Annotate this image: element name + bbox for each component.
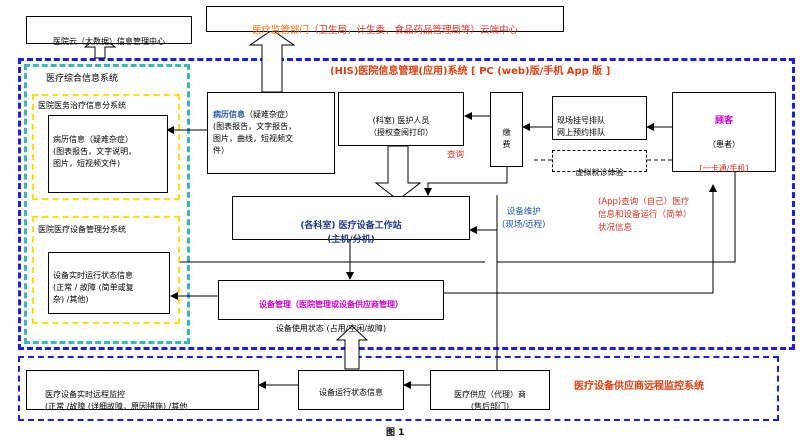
equipment-workstation-box: (各科室) 医疗设备工作站 (主机/分机) [232,196,470,245]
treatment-region [32,94,180,200]
device-title: 医院医疗设备管理分系统 [38,225,126,234]
integrated-region [24,64,190,344]
treatment-record-box: 病历信息（疑难杂症） (图表报告，文字说明， 图片，短视频文件) [48,115,168,193]
supplier-region [18,356,779,421]
equipment-workstation-text: (各科室) 医疗设备工作站 (主机/分机) [300,221,402,245]
hollow-arrow-regulator [248,29,296,93]
customer-box: 顾客 （患者） [一卡通/手机] [672,92,776,173]
treatment-record-text: 病历信息（疑难杂症） (图表报告，文字说明， 图片，短视频文件) [53,135,137,168]
treatment-title: 医院医务治疗信息分系统 [38,101,126,110]
registration-text: 现场挂号排队 网上预约排队 [557,116,605,137]
supplier-box: 医疗供应（代理）商 (售后部门) [430,370,550,411]
cloud-data-center: 医院云（大数据）信息管理中心 [26,16,192,46]
medical-record-title: 病历信息 [213,110,245,119]
integrated-title: 医疗综合信息系统 [46,74,119,84]
virtual-visit-text: 虚拟就诊体验 [575,168,624,177]
equipment-management-title: 设备管理（医院管理或设备供应商管理） [259,300,403,309]
remote-monitor-box: 医疗设备实时远程监控 (正常 /故障 (详细故障，原因措施) /其他 [26,370,259,411]
his-region [18,58,795,350]
query-label: 查询 [447,150,465,160]
device-region [32,216,180,324]
maintenance-label: 设备维护 (现场/远程) [502,207,546,230]
remote-monitor-text: 医疗设备实时远程监控 (正常 /故障 (详细故障，原因措施) /其他 [45,390,188,411]
registration-box: 现场挂号排队 网上预约排队 [552,96,647,140]
customer-title: 顾客 [714,116,733,126]
regulator-cloud-center: 医疗监管部门（卫生局，计生委，食品药品管理局等）云端中心 [206,6,564,36]
virtual-visit-box: 虚拟就诊体验 [552,150,647,177]
payment-box: 缴 费 [490,92,523,167]
medical-record-body: （疑难杂症） (图表报告，文字报告， 图片，曲线，短视频文 件） [213,110,297,155]
regulator-prefix: 医疗监管部门 [251,25,309,36]
equipment-management-body: 设备使用状态 (占用/空闲/故障) [275,324,387,333]
app-query-label: (App)查询（自己）医疗 信息和设备运行（简单） 状况信息 [598,197,692,233]
medical-staff-box: (科室) 医护人员 （授权查阅打印） [338,92,464,146]
hollow-arrow-workstation [374,145,422,201]
operation-info-text: 设备运行状态信息 [319,388,383,397]
supplier-system-title: 医疗设备供应商远程监控系统 [574,381,704,392]
customer-channel: [一卡通/手机] [699,164,749,173]
regulator-suffix: （卫生局，计生委，食品药品管理局等）云端中心 [309,25,519,36]
operation-info-box: 设备运行状态信息 [298,370,404,410]
hollow-arrow-equipment [335,325,369,370]
device-status-text: 设备实时运行状态信息 (正常 / 故障 (简单或复 杂) /其他) [53,271,134,304]
his-title: (HIS)医院信息管理(应用)系统 [ PC (web)版/手机 App 版 ] [330,66,611,77]
device-status-box: 设备实时运行状态信息 (正常 / 故障 (简单或复 杂) /其他) [48,252,170,314]
equipment-management-box: 设备管理（医院管理或设备供应商管理） 设备使用状态 (占用/空闲/故障) [218,280,444,333]
customer-subtitle: （患者） [708,140,740,149]
medical-staff-text: (科室) 医护人员 （授权查阅打印） [369,116,433,137]
payment-text: 缴 费 [502,128,511,149]
figure-caption: 图 1 [386,428,405,438]
medical-record-box: 病历信息（疑难杂症） (图表报告，文字报告， 图片，曲线，短视频文 件） [207,92,335,174]
supplier-text: 医疗供应（代理）商 (售后部门) [454,390,526,411]
cloud-data-center-label: 医院云（大数据）信息管理中心 [53,37,165,46]
